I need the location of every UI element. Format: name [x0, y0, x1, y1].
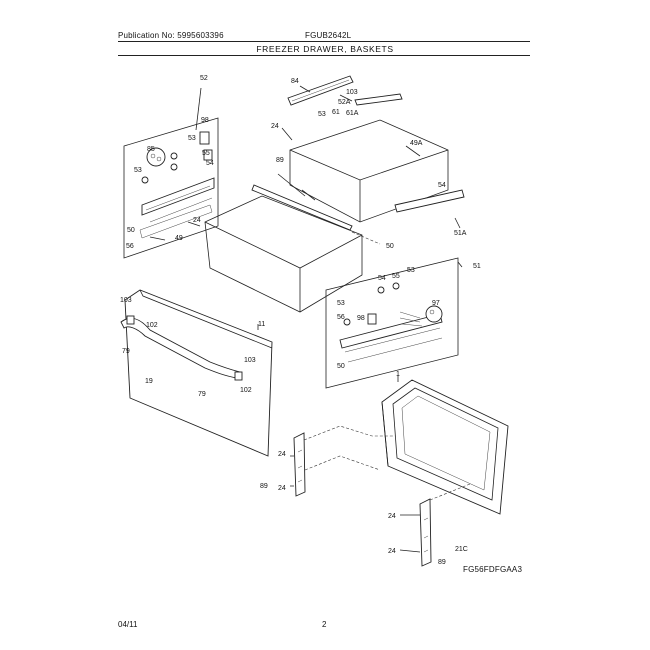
callout-52: 52 — [200, 75, 208, 82]
callout-55b: 55 — [392, 273, 400, 280]
header-rule-top — [118, 41, 530, 42]
callout-89b: 89 — [260, 483, 268, 490]
callout-89c: 89 — [438, 559, 446, 566]
callout-50: 50 — [127, 227, 135, 234]
callout-61: 61 — [332, 109, 340, 116]
callout-79b: 79 — [198, 391, 206, 398]
callout-49A: 49A — [410, 140, 423, 147]
callout-24: 24 — [271, 123, 279, 130]
figure-code: FG56FDFGAA3 — [463, 565, 523, 574]
callout-54c: 54 — [378, 275, 386, 282]
callout-53d: 53 — [407, 267, 415, 274]
left-slide-assembly — [123, 87, 219, 259]
drawer-brackets — [293, 425, 471, 567]
callout-11: 11 — [258, 321, 265, 328]
callout-103b: 103 — [244, 357, 256, 364]
callout-53b: 53 — [188, 135, 196, 142]
callout-53e: 53 — [337, 300, 345, 307]
callout-49: 49 — [175, 235, 183, 242]
callout-61A: 61A — [346, 110, 359, 117]
drawer-front-panel — [120, 289, 273, 457]
callout-79a: 79 — [122, 348, 130, 355]
callout-103a: 103 — [120, 297, 132, 304]
callout-50c: 50 — [337, 363, 345, 370]
callout-19: 19 — [145, 378, 153, 385]
callout-98: 98 — [201, 117, 209, 124]
callout-52A: 52A — [338, 99, 351, 106]
leader-lines — [149, 85, 463, 553]
callout-51: 51 — [473, 263, 481, 270]
callout-89: 89 — [276, 157, 284, 164]
callout-24e: 24 — [388, 513, 396, 520]
header-rule-bottom — [118, 55, 530, 56]
callout-1: 1 — [396, 371, 400, 378]
callout-98b: 98 — [357, 315, 365, 322]
callout-102b: 102 — [240, 387, 252, 394]
callout-56: 56 — [126, 243, 134, 250]
model-number: FGUB2642L — [305, 31, 352, 40]
footer-date: 04/11 — [118, 620, 138, 629]
callout-97: 97 — [432, 300, 440, 307]
drawer-frame — [381, 379, 509, 515]
callout-54b: 54 — [438, 182, 446, 189]
callout-labels: 52 84 103 52A 53 61 61A 24 49A 89 98 53 … — [120, 75, 481, 566]
upper-basket — [277, 75, 465, 223]
callout-55: 55 — [202, 150, 210, 157]
lower-basket — [204, 184, 381, 313]
callout-53c: 53 — [134, 167, 142, 174]
right-slide-assembly — [325, 257, 459, 389]
callout-54: 54 — [206, 160, 214, 167]
callout-50b: 50 — [386, 243, 394, 250]
callout-21C: 21C — [455, 546, 468, 553]
footer-page-number: 2 — [322, 620, 327, 629]
callout-53: 53 — [318, 111, 326, 118]
callout-24b: 24 — [193, 217, 201, 224]
publication-number: Publication No: 5995603396 — [118, 31, 224, 40]
callout-51A: 51A — [454, 230, 467, 237]
callout-56b: 56 — [337, 314, 345, 321]
section-title: FREEZER DRAWER, BASKETS — [256, 44, 394, 54]
callout-102a: 102 — [146, 322, 158, 329]
callout-103: 103 — [346, 89, 358, 96]
callout-24f: 24 — [388, 548, 396, 555]
callout-24c: 24 — [278, 451, 286, 458]
callout-84: 84 — [291, 78, 299, 85]
callout-85: 85 — [147, 146, 155, 153]
callout-24d: 24 — [278, 485, 286, 492]
